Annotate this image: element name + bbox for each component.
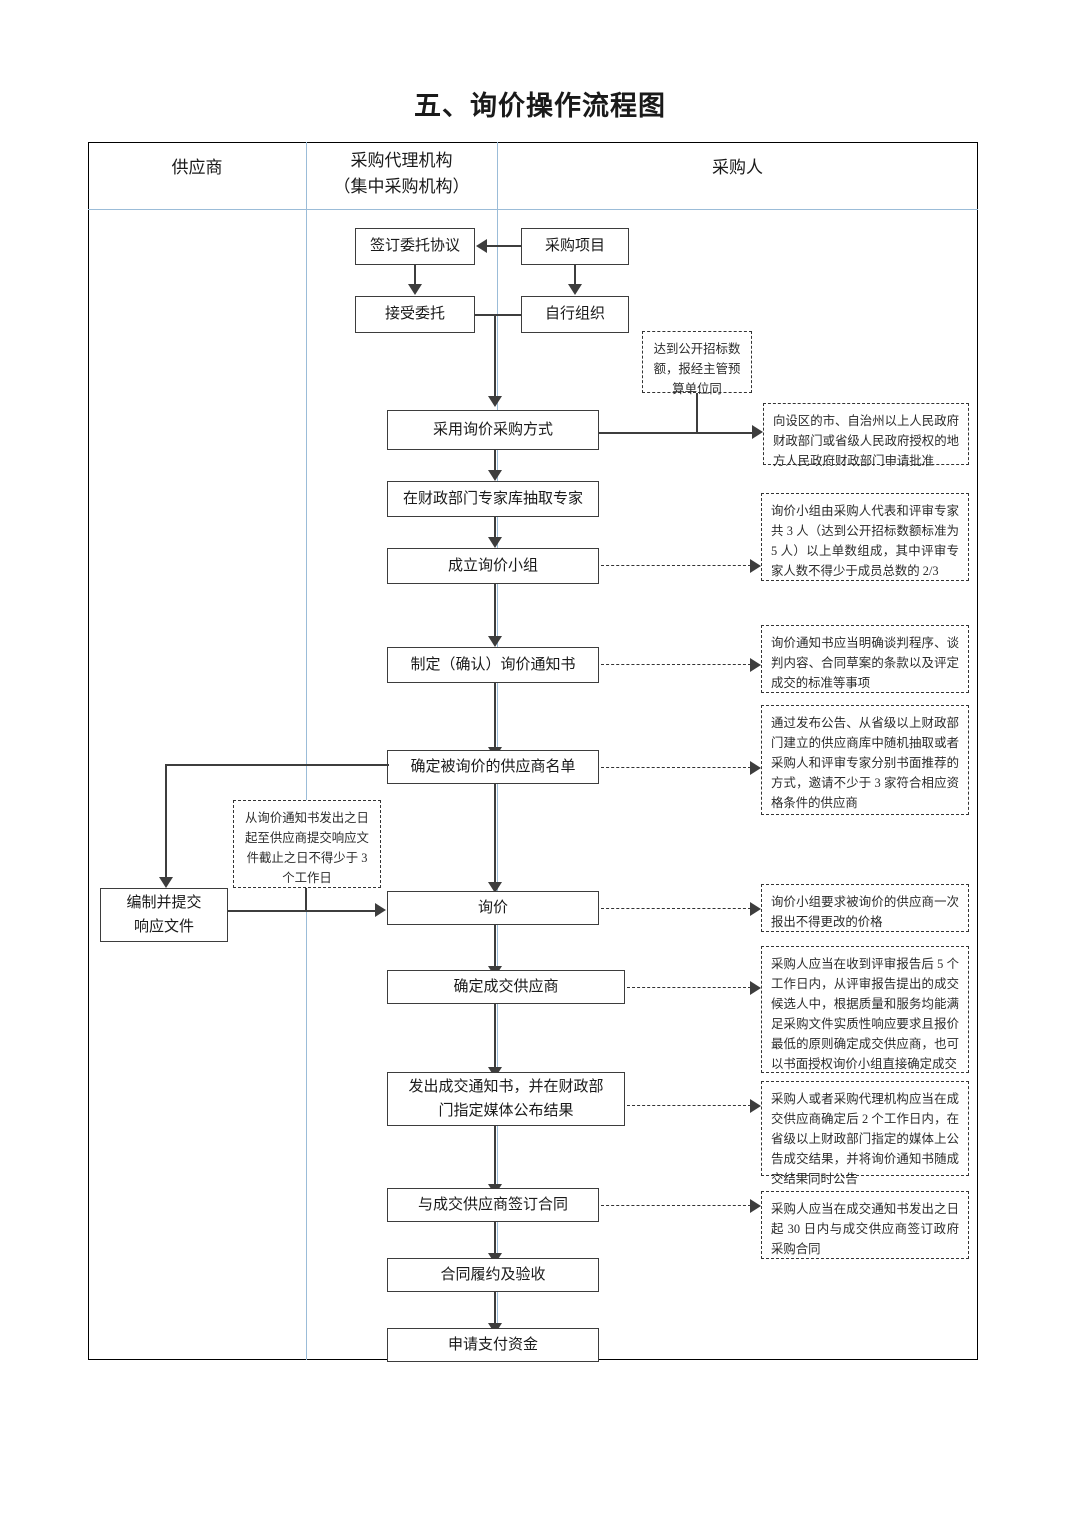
connector-experts-to-group bbox=[494, 517, 497, 538]
connector-notice-to-note bbox=[601, 664, 751, 665]
box-determine-winner[interactable]: 确定成交供应商 bbox=[387, 970, 625, 1004]
arrowhead-response-to-inquiry bbox=[375, 903, 386, 917]
connector-group-to-note bbox=[601, 565, 751, 566]
arrowhead-suppliers-to-inquiry bbox=[488, 882, 502, 893]
box-self-organize[interactable]: 自行组织 bbox=[521, 296, 629, 333]
connector-issue-to-note bbox=[627, 1105, 751, 1106]
connector-sign-to-accept bbox=[414, 265, 417, 285]
connector-suppliers-to-note bbox=[601, 767, 751, 768]
lane-header-agency: 采购代理机构 （集中采购机构） bbox=[306, 148, 497, 200]
connector-suppliers-to-inquiry bbox=[494, 784, 497, 883]
box-prepare-response-line1: 编制并提交 bbox=[126, 895, 202, 911]
arrowhead-sign-to-accept bbox=[408, 284, 422, 295]
box-purchase-project[interactable]: 采购项目 bbox=[521, 228, 629, 265]
note-response-deadline: 从询价通知书发出之日起至供应商提交响应文件截止之日不得少于 3 个工作日 bbox=[233, 800, 381, 888]
connector-deadline-note-down bbox=[305, 888, 307, 910]
connector-supplier-left-down bbox=[165, 764, 167, 880]
box-prepare-response[interactable]: 编制并提交 响应文件 bbox=[100, 888, 228, 942]
arrowhead-winner-to-note bbox=[750, 981, 761, 995]
arrowhead-notice-to-note bbox=[750, 658, 761, 672]
box-sign-entrust[interactable]: 签订委托协议 bbox=[355, 228, 475, 265]
box-draw-experts[interactable]: 在财政部门专家库抽取专家 bbox=[387, 481, 599, 517]
lane-header-supplier: 供应商 bbox=[171, 158, 223, 177]
arrowhead-suppliers-to-note bbox=[750, 761, 761, 775]
connector-winner-to-note bbox=[627, 987, 751, 988]
box-inquiry[interactable]: 询价 bbox=[387, 891, 599, 925]
box-prepare-response-line2: 响应文件 bbox=[133, 919, 194, 935]
connector-adopt-to-experts bbox=[494, 450, 497, 471]
page-title: 五、询价操作流程图 bbox=[414, 91, 666, 121]
box-apply-payment[interactable]: 申请支付资金 bbox=[387, 1328, 599, 1362]
arrowhead-group-to-notice bbox=[488, 636, 502, 647]
note-one-time-price: 询价小组要求被询价的供应商一次报出不得更改的价格 bbox=[761, 884, 969, 932]
arrowhead-inquiry-to-note bbox=[750, 902, 761, 916]
connector-project-to-self bbox=[574, 265, 577, 285]
lane-header-agency-line2: （集中采购机构） bbox=[333, 177, 470, 196]
connector-project-to-sign bbox=[487, 245, 521, 248]
connector-issue-to-contract bbox=[494, 1126, 497, 1185]
note-group-composition: 询价小组由采购人代表和评审专家共 3 人（达到公开招标数额标准为 5 人）以上单… bbox=[761, 493, 969, 581]
note-invite-suppliers: 通过发布公告、从省级以上财政部门建立的供应商库中随机抽取或者采购人和评审专家分别… bbox=[761, 705, 969, 815]
arrowhead-merge-to-adopt bbox=[488, 396, 502, 407]
arrowhead-adopt-to-experts bbox=[488, 470, 502, 481]
connector-winner-to-issue bbox=[494, 1004, 497, 1068]
connector-merge-bar bbox=[475, 314, 521, 316]
arrowhead-to-prepare-response bbox=[159, 877, 173, 888]
note-open-tender-amount: 达到公开招标数额，报经主管预算单位同 bbox=[642, 331, 752, 396]
connector-suppliers-to-supplier-left bbox=[165, 764, 389, 766]
connector-inquiry-to-winner bbox=[494, 925, 497, 967]
arrowhead-adopt-to-approval bbox=[752, 425, 763, 439]
connector-contract-to-perform bbox=[494, 1222, 497, 1254]
connector-merge-down bbox=[494, 314, 497, 396]
box-perform-accept[interactable]: 合同履约及验收 bbox=[387, 1258, 599, 1292]
arrowhead-issue-to-note bbox=[750, 1099, 761, 1113]
box-issue-notice[interactable]: 发出成交通知书，并在财政部 门指定媒体公布结果 bbox=[387, 1072, 625, 1126]
note-notice-contents: 询价通知书应当明确谈判程序、谈判内容、合同草案的条款以及评定成交的标准等事项 bbox=[761, 625, 969, 693]
connector-perform-to-payment bbox=[494, 1292, 497, 1324]
connector-group-to-notice bbox=[494, 584, 497, 637]
box-sign-contract[interactable]: 与成交供应商签订合同 bbox=[387, 1188, 599, 1222]
box-form-group[interactable]: 成立询价小组 bbox=[387, 548, 599, 584]
lane-header-purchaser: 采购人 bbox=[712, 158, 763, 177]
connector-adopt-to-approval bbox=[599, 432, 754, 434]
box-issue-notice-line1: 发出成交通知书，并在财政部 bbox=[408, 1079, 604, 1095]
note-announce-rule: 采购人或者采购代理机构应当在成交供应商确定后 2 个工作日内，在省级以上财政部门… bbox=[761, 1081, 969, 1186]
connector-response-to-inquiry bbox=[228, 910, 376, 912]
arrowhead-group-to-note bbox=[750, 559, 761, 573]
arrowhead-project-to-self bbox=[568, 284, 582, 295]
note-apply-approval: 向设区的市、自治州以上人民政府财政部门或省级人民政府授权的地方人民政府财政部门申… bbox=[763, 403, 969, 468]
connector-contract-to-note bbox=[601, 1205, 751, 1206]
arrowhead-project-to-sign bbox=[476, 239, 487, 253]
arrowhead-contract-to-note bbox=[750, 1199, 761, 1213]
lane-header-agency-line1: 采购代理机构 bbox=[350, 151, 453, 170]
note-contract-deadline: 采购人应当在成交通知书发出之日起 30 日内与成交供应商签订政府采购合同 bbox=[761, 1191, 969, 1259]
lane-header-rule bbox=[88, 209, 978, 211]
connector-notice-to-suppliers bbox=[494, 683, 497, 748]
lane-divider-1 bbox=[306, 142, 308, 1360]
box-determine-suppliers[interactable]: 确定被询价的供应商名单 bbox=[387, 750, 599, 784]
note-winner-rule: 采购人应当在收到评审报告后 5 个工作日内，从评审报告提出的成交候选人中，根据质… bbox=[761, 946, 969, 1073]
arrowhead-experts-to-group bbox=[488, 537, 502, 548]
box-accept-entrust[interactable]: 接受委托 bbox=[355, 296, 475, 333]
connector-inquiry-to-note bbox=[601, 908, 751, 909]
connector-note-amount-down bbox=[696, 393, 698, 433]
box-adopt-inquiry[interactable]: 采用询价采购方式 bbox=[387, 410, 599, 450]
box-issue-notice-line2: 门指定媒体公布结果 bbox=[438, 1103, 574, 1119]
box-make-notice[interactable]: 制定（确认）询价通知书 bbox=[387, 647, 599, 683]
